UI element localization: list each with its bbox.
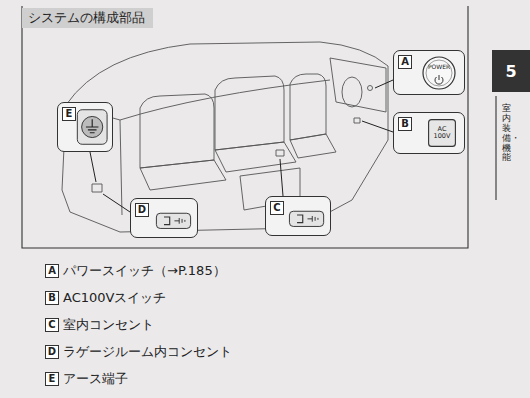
legend-item: D ラゲージルーム内コンセント [45, 343, 232, 361]
callout-box: E [57, 102, 113, 152]
part-name: アース端子 [63, 370, 128, 388]
callout-box: D [130, 198, 198, 238]
legend-item: E アース端子 [45, 370, 128, 388]
second-row-seat [215, 76, 284, 150]
floor-line [120, 80, 330, 120]
third-row-cushion [140, 160, 226, 190]
callout-letter: A [398, 55, 412, 69]
legend-item: A パワースイッチ（→P.185） [45, 262, 226, 280]
chapter-name: 室内装備・機能 [502, 104, 511, 163]
margin-rule [495, 96, 496, 200]
chapter-tab: 5 [492, 50, 530, 92]
power-button [422, 56, 456, 90]
ac-switch-icon: AC 100V [428, 119, 456, 147]
callout-box: B AC 100V [393, 112, 465, 154]
steering-wheel [342, 77, 362, 107]
leader-line [375, 80, 393, 88]
callout-letter: C [45, 318, 59, 332]
interior-outlet [276, 150, 284, 156]
part-name: ラゲージルーム内コンセント [63, 343, 232, 361]
leader-line [280, 159, 283, 196]
icon-text: AC 100V [432, 126, 452, 140]
callout-letter: D [45, 345, 59, 359]
callout-letter: E [62, 107, 76, 121]
legend-item: B AC100Vスイッチ [45, 289, 166, 307]
callout-letter: D [135, 203, 149, 217]
leader-line [362, 121, 393, 132]
power-switch-part [368, 86, 373, 91]
front-cushion [290, 134, 336, 158]
callout-box: A POWER [393, 50, 465, 95]
callout-letter: A [45, 264, 59, 278]
callout-letter: C [270, 201, 284, 215]
luggage-outlet [92, 184, 102, 192]
part-name: AC100Vスイッチ [63, 289, 166, 307]
leader-line [103, 194, 130, 212]
power-switch-icon: POWER [422, 56, 456, 90]
icon-text: POWER [422, 64, 456, 70]
part-name: 室内コンセント [63, 316, 154, 334]
part-name: パワースイッチ（→P.185） [63, 262, 226, 280]
frame [22, 6, 468, 248]
leader-line [90, 152, 96, 182]
legend-item: C 室内コンセント [45, 316, 154, 334]
front-seat [290, 74, 326, 140]
ac-switch-part [354, 118, 360, 123]
callout-box: C [265, 196, 331, 236]
callout-letter: E [45, 372, 59, 386]
section-title: システムの構成部品 [22, 8, 153, 28]
third-row-seat [140, 94, 214, 168]
callout-letter: B [398, 117, 412, 131]
chapter-number: 5 [505, 62, 516, 81]
callout-letter: B [45, 291, 59, 305]
second-row-cushion [215, 142, 296, 172]
dashboard [330, 58, 386, 112]
